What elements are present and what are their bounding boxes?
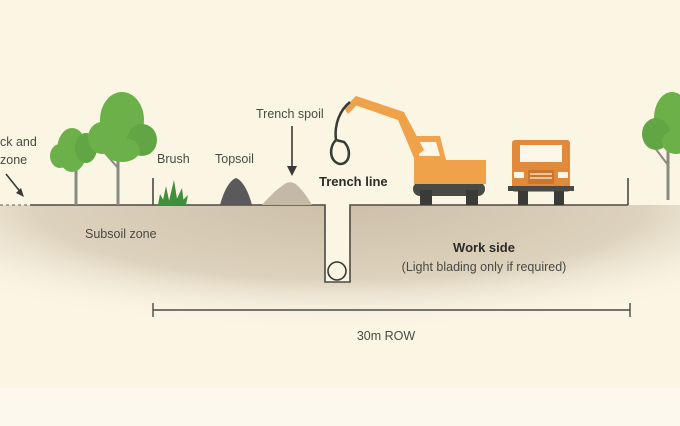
pipe: [327, 261, 347, 281]
topsoil-label: Topsoil: [215, 152, 254, 166]
excavator-icon: [329, 96, 486, 205]
row-label: 30m ROW: [357, 329, 416, 343]
brush-label: Brush: [157, 152, 190, 166]
edge-arrow-head: [16, 188, 24, 197]
work-side-label: Work side: [453, 240, 515, 255]
edge-label-line2: zone: [0, 153, 27, 167]
work-side-note: (Light blading only if required): [402, 260, 567, 274]
subsoil-zone-label: Subsoil zone: [85, 227, 157, 241]
tree-left-large-icon: [88, 92, 157, 205]
spoil-pile: [262, 182, 312, 205]
edge-label-line1: ck and: [0, 135, 37, 149]
tree-right-icon: [642, 92, 680, 200]
row-dimension: [152, 303, 631, 317]
tree-left-small-icon: [50, 128, 97, 205]
brush-icon: [158, 180, 188, 205]
trench-line-label: Trench line: [319, 174, 388, 189]
truck-icon: [508, 140, 574, 205]
spoil-arrow-head: [287, 166, 297, 176]
topsoil-pile: [220, 178, 252, 205]
trench-spoil-label: Trench spoil: [256, 107, 324, 121]
bottom-band: [0, 388, 680, 426]
soil-mass: [0, 205, 680, 372]
